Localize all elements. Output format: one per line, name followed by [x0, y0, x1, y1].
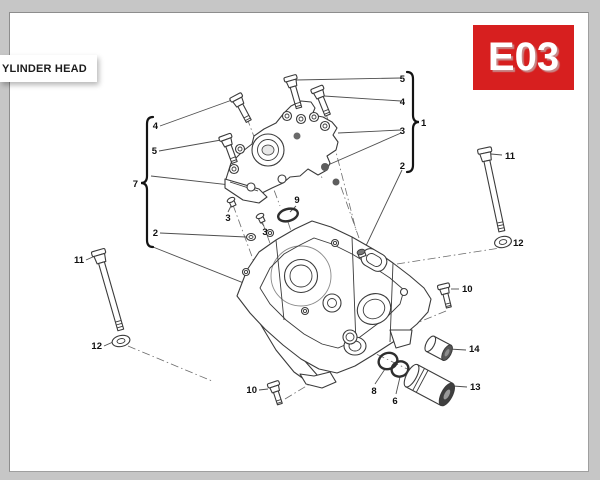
bolt-10-left — [266, 380, 283, 406]
o-ring-9 — [277, 207, 299, 223]
cover-bolt-5-right — [283, 74, 303, 110]
leader-lines — [85, 77, 512, 395]
o-ring-8 — [377, 351, 399, 371]
callout-3-a[interactable]: 3 — [225, 213, 230, 224]
callout-labels: 4 5 7 2 11 12 3 3 9 10 5 4 3 2 1 11 12 1… — [74, 74, 524, 407]
callout-2-left[interactable]: 2 — [153, 228, 158, 239]
cover-bolt-5-left — [218, 132, 238, 164]
bushing-14 — [424, 335, 453, 361]
callout-14[interactable]: 14 — [469, 344, 480, 355]
callout-6[interactable]: 6 — [392, 396, 397, 407]
camshaft-carrier — [224, 100, 340, 204]
callout-12-right[interactable]: 12 — [513, 238, 524, 249]
group-braces — [140, 70, 420, 249]
dowel-pin-3-b — [255, 212, 266, 224]
brace-assembly-7 — [140, 115, 155, 249]
callout-7[interactable]: 7 — [133, 179, 138, 190]
dowel-2-left — [245, 232, 257, 242]
callout-2-right[interactable]: 2 — [400, 161, 405, 172]
callout-10-right[interactable]: 10 — [462, 284, 473, 295]
callout-1[interactable]: 1 — [421, 118, 427, 129]
cover-bolt-4-left — [229, 92, 252, 123]
section-code-badge[interactable]: E03 — [473, 25, 574, 90]
section-title-button[interactable]: YLINDER HEAD — [0, 55, 97, 82]
callout-3-b[interactable]: 3 — [262, 227, 267, 238]
stud-bolt-11-left — [90, 248, 125, 332]
filter-cartridge-13 — [403, 363, 456, 407]
callout-8[interactable]: 8 — [371, 386, 376, 397]
callout-5-left[interactable]: 5 — [152, 146, 158, 157]
callout-3-right[interactable]: 3 — [400, 126, 405, 137]
washer-12-left — [111, 334, 131, 348]
callout-11-left[interactable]: 11 — [74, 255, 85, 266]
callout-4-left[interactable]: 4 — [153, 121, 159, 132]
washer-12-right — [494, 235, 512, 249]
cover-bolt-4-right — [310, 84, 331, 117]
cylinder-head-body — [236, 220, 432, 389]
callout-5-right[interactable]: 5 — [400, 74, 406, 85]
callout-4-right[interactable]: 4 — [400, 97, 406, 108]
callout-12-left[interactable]: 12 — [91, 341, 102, 352]
callout-9[interactable]: 9 — [294, 195, 299, 206]
callout-11-right[interactable]: 11 — [505, 151, 516, 162]
o-ring-6 — [390, 360, 410, 378]
brace-assembly-1 — [405, 70, 420, 174]
dowel-pin-3-a — [226, 196, 237, 208]
stud-bolt-11-right — [477, 146, 506, 233]
callout-10-left[interactable]: 10 — [246, 385, 257, 396]
bolt-10-right — [436, 282, 452, 309]
dowel-2-right — [356, 248, 367, 259]
callout-13[interactable]: 13 — [470, 382, 481, 393]
